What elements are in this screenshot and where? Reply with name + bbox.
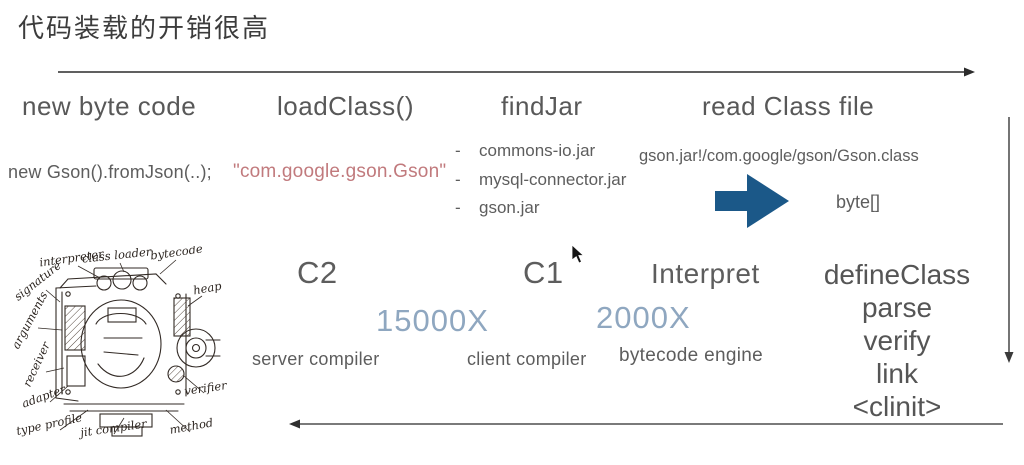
tier-c1: C1 (523, 255, 564, 290)
gson-code-snippet: new Gson().fromJson(..); (8, 162, 212, 182)
label-receiver: receiver (20, 338, 54, 389)
mouse-cursor-icon (571, 245, 585, 264)
stage-read-class-file: read Class file (702, 91, 875, 121)
bullet-dash: - (455, 169, 461, 189)
class-name-string: "com.google.gson.Gson" (233, 161, 447, 182)
tier-interpret: Interpret (651, 258, 760, 289)
right-down-arrow (1004, 117, 1014, 363)
stage-find-jar: findJar (501, 91, 583, 121)
bullet-dash: - (455, 198, 461, 217)
blue-block-arrow-icon (715, 174, 789, 228)
jar-list-item: - mysql-connector.jar (455, 170, 626, 199)
top-forward-arrow (58, 67, 975, 77)
define-class-step: <clinit> (852, 391, 942, 422)
label-type-profile: type profile (15, 410, 84, 438)
interpret-caption: bytecode engine (619, 345, 763, 366)
c2-caption: server compiler (252, 349, 380, 369)
define-class-column: defineClass parse verify link <clinit> (818, 258, 976, 423)
label-leader-lines (37, 259, 205, 435)
jar-list-item: - commons-io.jar (455, 141, 626, 170)
jvm-engine-sketch: interpreter class loader bytecode heap s… (9, 246, 229, 440)
define-class-title: defineClass (823, 259, 971, 290)
bottom-back-arrow (289, 419, 1003, 429)
label-heap: heap (192, 279, 223, 298)
bullet-dash: - (455, 141, 461, 160)
stage-load-class: loadClass() (277, 91, 414, 121)
byte-array-result: byte[] (836, 192, 881, 212)
engine-body (55, 267, 221, 437)
tier-c2: C2 (297, 255, 338, 290)
class-file-path: gson.jar!/com.google/gson/Gson.class (639, 147, 919, 165)
jar-name: commons-io.jar (479, 141, 596, 160)
jar-list: - commons-io.jar - mysql-connector.jar -… (455, 141, 626, 227)
stage-new-byte-code: new byte code (22, 91, 197, 121)
define-class-step: parse (861, 292, 933, 323)
jar-name: gson.jar (479, 198, 540, 217)
define-class-step: verify (863, 325, 931, 356)
c1-caption: client compiler (467, 349, 587, 369)
slide-title: 代码装载的开销很高 (18, 13, 271, 43)
label-verifier: verifier (183, 378, 228, 398)
c2-speedup: 15000X (376, 303, 489, 338)
c1-speedup: 2000X (596, 300, 691, 335)
label-bytecode: bytecode (149, 246, 203, 263)
jar-list-item: - gson.jar (455, 198, 626, 227)
jar-name: mysql-connector.jar (479, 169, 627, 189)
define-class-step: link (875, 358, 918, 389)
